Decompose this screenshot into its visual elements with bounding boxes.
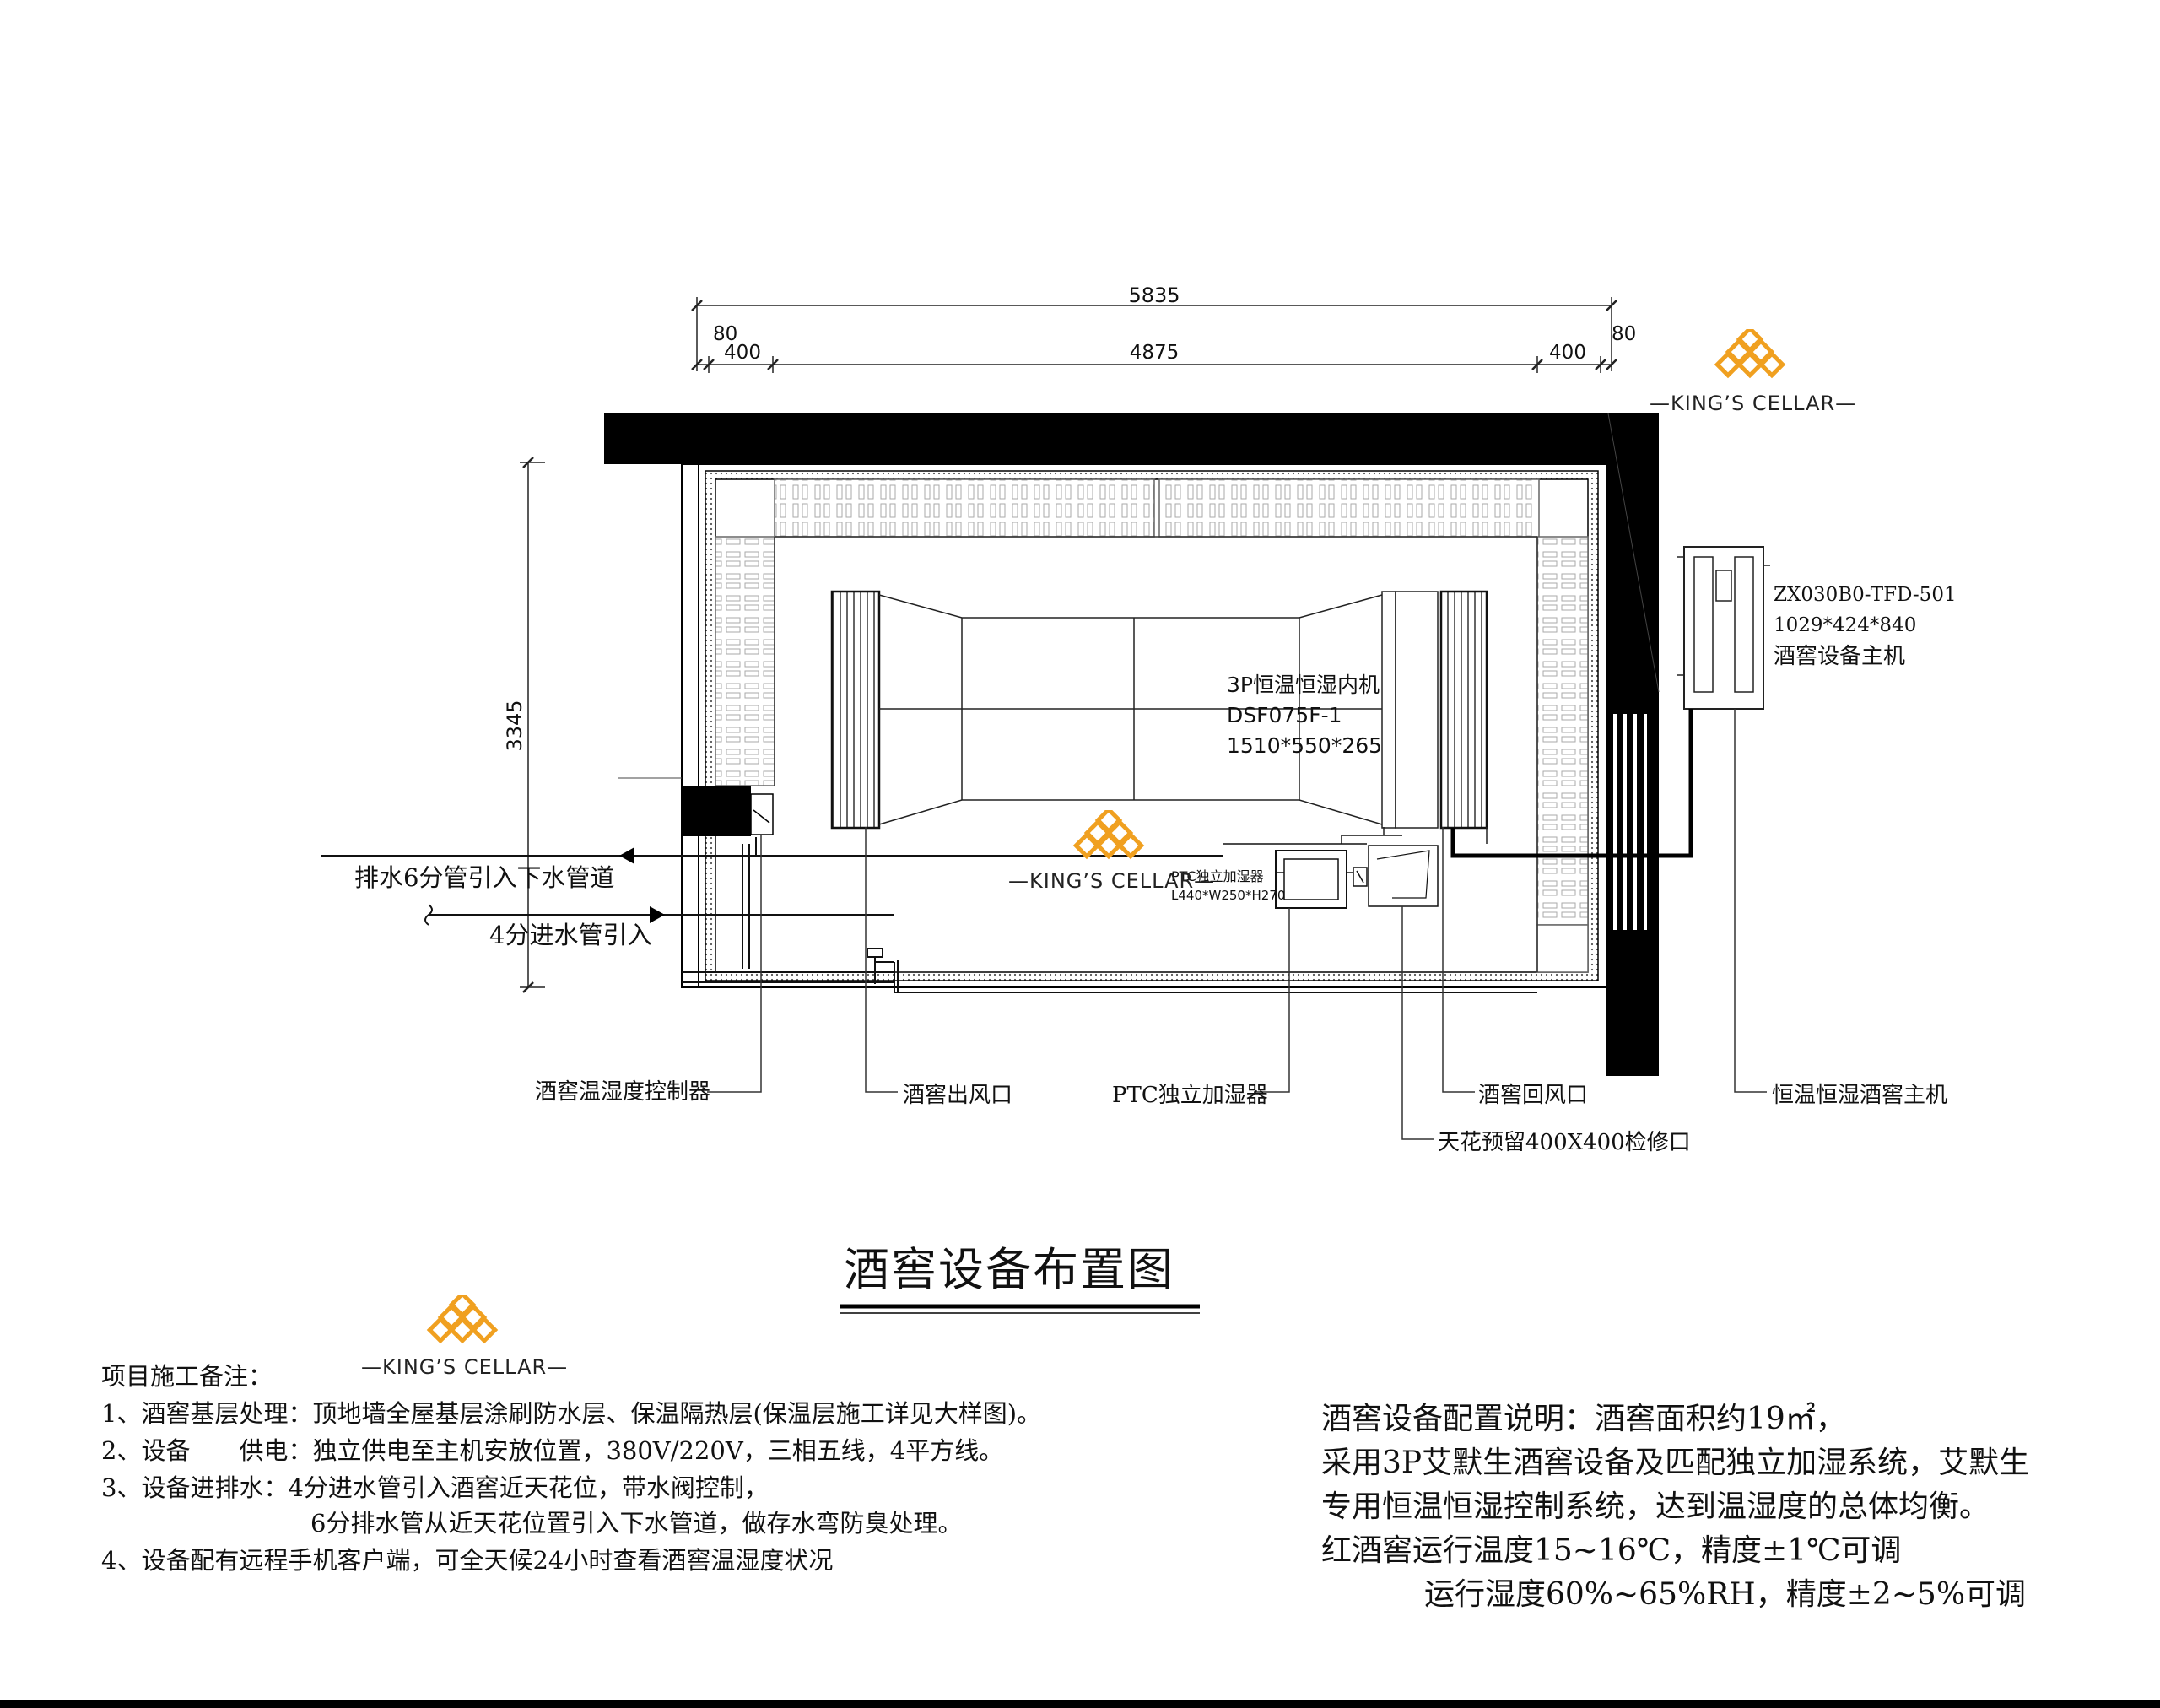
notes-heading: 项目施工备注： (101, 1362, 273, 1391)
dim-height: 3345 (503, 700, 526, 751)
spec-line: 运行湿度60%~65%RH，精度±2~5%可调 (1424, 1577, 2027, 1612)
main-unit (1450, 546, 1770, 858)
indoor-unit (830, 590, 1488, 844)
spec-line: 酒窖设备配置说明：酒窖面积约19㎡， (1321, 1402, 1846, 1436)
callout-humidifier: PTC独立加湿器 (1112, 1083, 1268, 1108)
brand-name-center: —KING’S CELLAR— (1008, 869, 1216, 893)
humidifier-unit (1223, 835, 1402, 909)
humidifier-small-label-1: PTC独立加湿器 (1171, 868, 1264, 884)
spec-line: 红酒窖运行温度15~16℃，精度±1℃可调 (1321, 1533, 1902, 1568)
callout-return: 酒窖回风口 (1478, 1083, 1588, 1108)
access-hatch (1368, 845, 1439, 907)
dim-left-side: 400 (724, 342, 761, 364)
note-item: 6分排水管从近天花位置引入下水管道，做存水弯防臭处理。 (310, 1509, 963, 1538)
spec-line: 专用恒温恒湿控制系统，达到温湿度的总体均衡。 (1321, 1489, 1990, 1524)
brand-name-top-right: —KING’S CELLAR— (1650, 392, 1857, 415)
dim-right-gap: 80 (1612, 323, 1636, 345)
brand-logo-bottom-left (426, 1295, 499, 1344)
dim-total: 5835 (1128, 284, 1180, 307)
indoor-unit-label-2: DSF075F-1 (1227, 703, 1342, 727)
brand-logo-top-right (1714, 329, 1786, 379)
dimension-lines (520, 297, 1617, 993)
brand-name-bottom-left: —KING’S CELLAR— (361, 1355, 569, 1379)
callout-main-unit: 恒温恒湿酒窖主机 (1772, 1083, 1947, 1108)
callout-access-hatch: 天花预留400X400检修口 (1438, 1130, 1691, 1155)
brand-logo-center (1072, 810, 1145, 860)
dim-middle: 4875 (1130, 342, 1180, 364)
door-strips (1606, 712, 1659, 932)
drain-pipe-label: 排水6分管引入下水管道 (354, 863, 614, 892)
controller-box (618, 777, 774, 836)
bottom-border (0, 1700, 2160, 1708)
note-item: 4、设备配有远程手机客户端，可全天候24小时查看酒窖温湿度状况 (101, 1546, 834, 1575)
main-unit-name: 酒窖设备主机 (1774, 644, 1905, 669)
indoor-unit-label-1: 3P恒温恒湿内机 (1227, 673, 1380, 697)
humidifier-small-label-2: L440*W250*H270 (1171, 888, 1285, 903)
spec-line: 采用3P艾默生酒窖设备及匹配独立加湿系统，艾默生 (1321, 1446, 2030, 1480)
callout-controller: 酒窖温湿度控制器 (535, 1079, 710, 1105)
main-unit-size: 1029*424*840 (1774, 614, 1916, 636)
note-item: 2、设备 供电：独立供电至主机安放位置，380V/220V，三相五线，4平方线。 (101, 1436, 1004, 1465)
wine-racks (715, 478, 1589, 973)
drawing-title: 酒窖设备布置图 (844, 1243, 1174, 1296)
note-item: 3、设备进排水：4分进水管引入酒窖近天花位，带水阀控制， (101, 1473, 769, 1502)
callout-leaders (707, 709, 1767, 1140)
main-unit-model: ZX030B0-TFD-501 (1774, 584, 1957, 606)
dim-right-side: 400 (1549, 342, 1586, 364)
pipes (321, 837, 1537, 993)
dim-left-gap: 80 (713, 323, 737, 345)
indoor-unit-label-3: 1510*550*265 (1227, 733, 1382, 758)
inlet-pipe-label: 4分进水管引入 (489, 921, 651, 949)
note-item: 1、酒窖基层处理：顶地墙全屋基层涂刷防水层、保温隔热层(保温层施工详见大样图)。 (101, 1399, 1042, 1428)
callout-outlet: 酒窖出风口 (903, 1083, 1012, 1108)
